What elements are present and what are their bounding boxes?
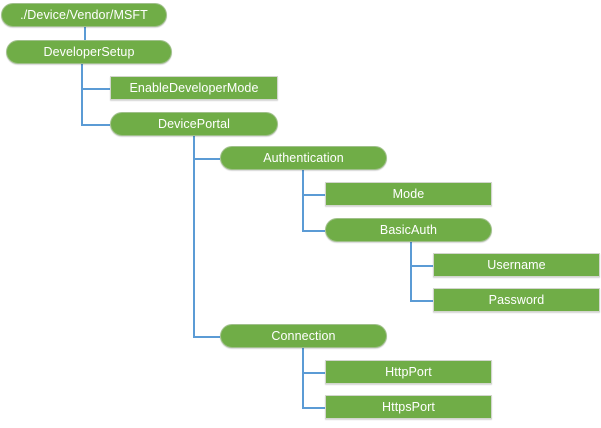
node-root[interactable]: ./Device/Vendor/MSFT	[1, 3, 167, 27]
connector-auth-to-mode	[302, 194, 325, 196]
node-label-basicauth: BasicAuth	[379, 222, 438, 237]
node-deviceportal[interactable]: DevicePortal	[110, 112, 278, 136]
connector-deviceportal-to-connection	[193, 336, 220, 338]
node-label-developersetup: DeveloperSetup	[43, 44, 135, 59]
node-label-root: ./Device/Vendor/MSFT	[20, 7, 148, 22]
connector-developersetup-to-deviceportal	[81, 124, 110, 126]
connector-developersetup-to-enabledev	[81, 88, 110, 90]
node-label-httpsport: HttpsPort	[382, 399, 435, 414]
node-label-enabledevmode: EnableDeveloperMode	[129, 80, 259, 95]
node-httpport[interactable]: HttpPort	[325, 360, 492, 384]
connector-basicauth-to-password	[410, 300, 433, 302]
node-label-password: Password	[488, 292, 545, 307]
connector-connection-trunk	[302, 348, 304, 407]
connector-auth-to-basicauth	[302, 230, 325, 232]
connector-basicauth-to-username	[410, 265, 433, 267]
node-label-authentication: Authentication	[263, 150, 344, 165]
node-authentication[interactable]: Authentication	[220, 146, 387, 170]
node-developersetup[interactable]: DeveloperSetup	[6, 40, 172, 64]
node-label-httpport: HttpPort	[385, 364, 432, 379]
connector-auth-trunk	[302, 170, 304, 230]
node-mode[interactable]: Mode	[325, 182, 492, 206]
connector-deviceportal-trunk	[193, 136, 195, 336]
node-enabledevmode[interactable]: EnableDeveloperMode	[110, 76, 278, 100]
connector-root-to-developersetup	[84, 27, 86, 40]
node-label-deviceportal: DevicePortal	[157, 116, 231, 131]
connector-connection-to-httpsport	[302, 407, 325, 409]
node-label-mode: Mode	[392, 186, 425, 201]
connector-connection-to-httpport	[302, 372, 325, 374]
node-httpsport[interactable]: HttpsPort	[325, 395, 492, 419]
node-username[interactable]: Username	[433, 253, 600, 277]
connector-developersetup-trunk	[81, 64, 83, 124]
connector-basicauth-trunk	[410, 242, 412, 301]
node-basicauth[interactable]: BasicAuth	[325, 218, 492, 242]
connector-deviceportal-to-auth	[193, 158, 220, 160]
node-connection[interactable]: Connection	[220, 324, 387, 348]
node-label-connection: Connection	[271, 328, 336, 343]
node-label-username: Username	[487, 257, 546, 272]
node-password[interactable]: Password	[433, 288, 600, 312]
